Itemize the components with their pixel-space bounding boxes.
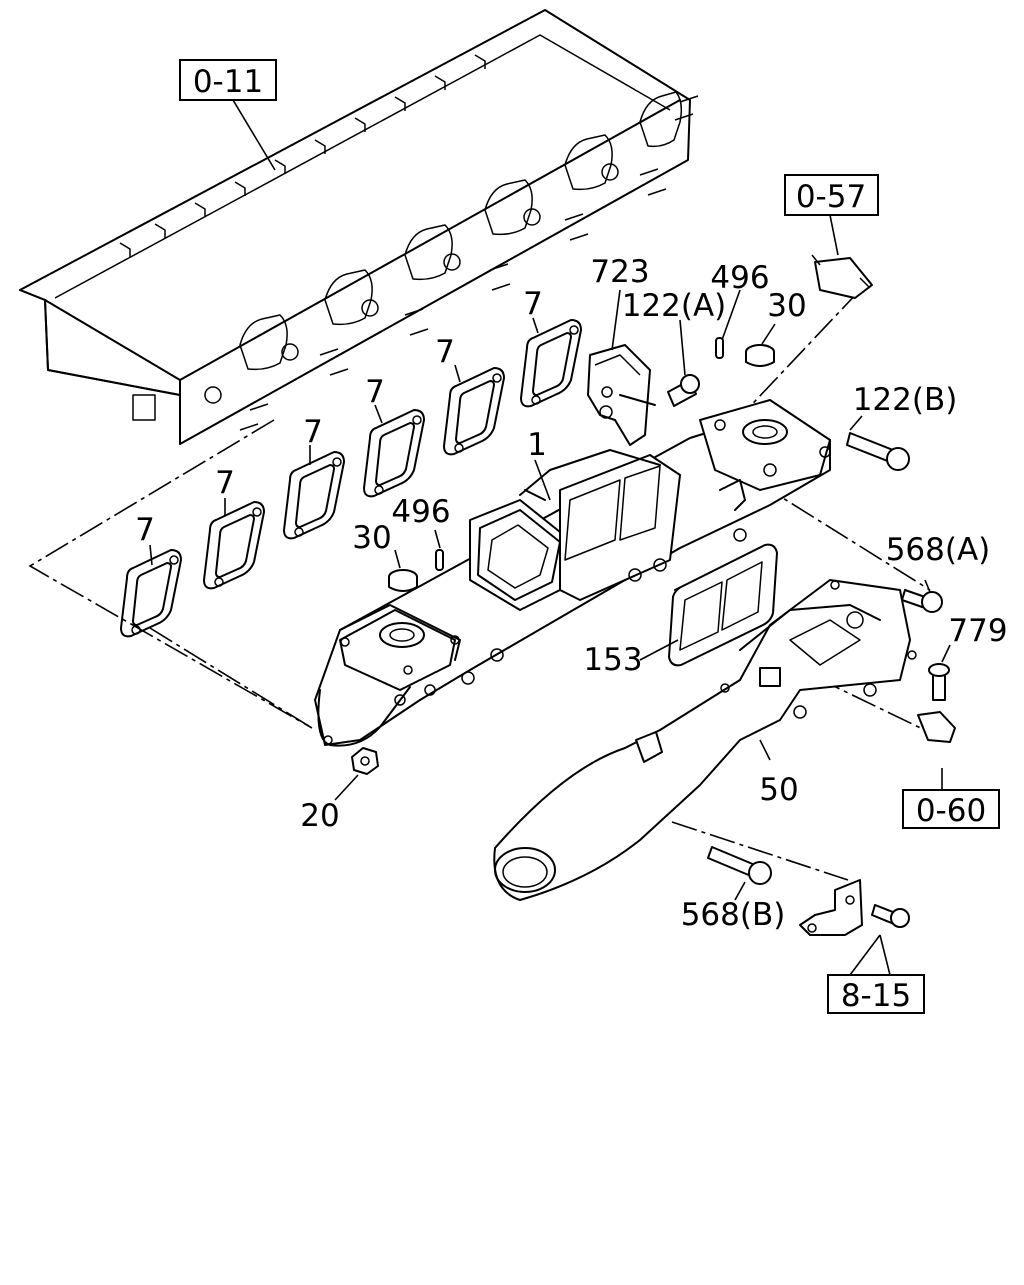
cap-icon xyxy=(745,344,775,367)
ref-box-0-11[interactable]: 0-11 xyxy=(179,59,277,101)
gasket-icon xyxy=(120,319,582,638)
part-label-153: 153 xyxy=(583,642,642,678)
part-label-723: 723 xyxy=(590,254,649,290)
exhaust-manifold-icon xyxy=(314,399,831,747)
ref-box-0-57[interactable]: 0-57 xyxy=(784,174,879,216)
part-label-496-top: 496 xyxy=(710,260,769,296)
bolt-icon xyxy=(928,663,950,701)
leader-lines xyxy=(149,94,951,976)
part-label-7: 7 xyxy=(135,512,155,548)
bolt-icon xyxy=(667,374,700,407)
ref-label-0-60: 0-60 xyxy=(916,793,986,829)
bolt-icon xyxy=(707,846,772,885)
bolt-icon xyxy=(901,589,943,613)
bracket-icon xyxy=(799,879,863,936)
cap-icon xyxy=(388,569,418,592)
part-label-30-left: 30 xyxy=(352,520,391,556)
part-label-496-left: 496 xyxy=(391,494,450,530)
ref-label-0-11: 0-11 xyxy=(193,64,263,100)
pin-icon xyxy=(435,549,444,571)
part-label-7: 7 xyxy=(215,465,235,501)
part-label-779: 779 xyxy=(948,613,1007,649)
part-label-1: 1 xyxy=(527,427,547,463)
part-labels: 723 122(A) 496 30 122(B) 7 7 7 7 7 7 1 4… xyxy=(135,254,1007,933)
sensor-icon xyxy=(811,254,873,299)
ref-label-8-15: 8-15 xyxy=(841,978,911,1014)
nut-icon xyxy=(351,747,379,775)
part-label-20: 20 xyxy=(300,798,339,834)
bolt-icon xyxy=(871,904,910,928)
part-label-122a: 122(A) xyxy=(622,288,727,324)
part-label-568a: 568(A) xyxy=(886,532,991,568)
part-label-7: 7 xyxy=(435,334,455,370)
part-label-122b: 122(B) xyxy=(853,382,958,418)
part-label-7: 7 xyxy=(523,286,543,322)
part-label-7: 7 xyxy=(303,414,323,450)
bolt-icon xyxy=(846,432,910,471)
part-label-7: 7 xyxy=(365,374,385,410)
cylinder-head-icon xyxy=(19,9,699,445)
part-label-30-top: 30 xyxy=(767,288,806,324)
part-label-568b: 568(B) xyxy=(681,897,786,933)
ref-box-8-15[interactable]: 8-15 xyxy=(827,974,925,1014)
ref-box-0-60[interactable]: 0-60 xyxy=(902,789,1000,829)
gasket-icon xyxy=(668,543,778,667)
sensor-icon xyxy=(917,711,956,743)
ref-label-0-57: 0-57 xyxy=(796,179,866,215)
pin-icon xyxy=(715,337,724,359)
exhaust-pipe-icon xyxy=(493,579,917,901)
bracket-icon xyxy=(587,344,656,446)
part-label-50: 50 xyxy=(759,772,798,808)
